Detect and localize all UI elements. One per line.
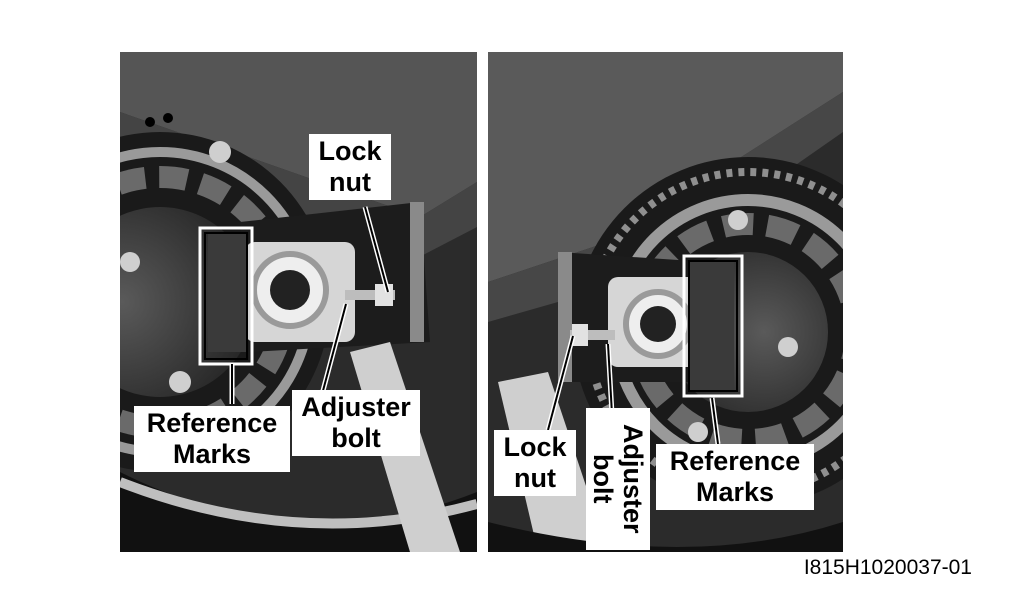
adjuster-bolt-label-left: Adjuster bolt <box>292 390 420 456</box>
reference-marks-label-right: Reference Marks <box>656 444 814 510</box>
left-photo-illustration <box>120 52 477 552</box>
right-photo: Lock nut Adjuster bolt Reference Marks <box>488 52 843 552</box>
left-photo: Lock nut Adjuster bolt Reference Marks <box>120 52 477 552</box>
figure-id: I815H1020037-01 <box>803 556 972 579</box>
adjuster-bolt-label-right: Adjuster bolt <box>586 408 650 550</box>
lock-nut-label-left: Lock nut <box>309 134 391 200</box>
lock-nut-label-right: Lock nut <box>494 430 576 496</box>
reference-marks-label-left: Reference Marks <box>134 406 290 472</box>
